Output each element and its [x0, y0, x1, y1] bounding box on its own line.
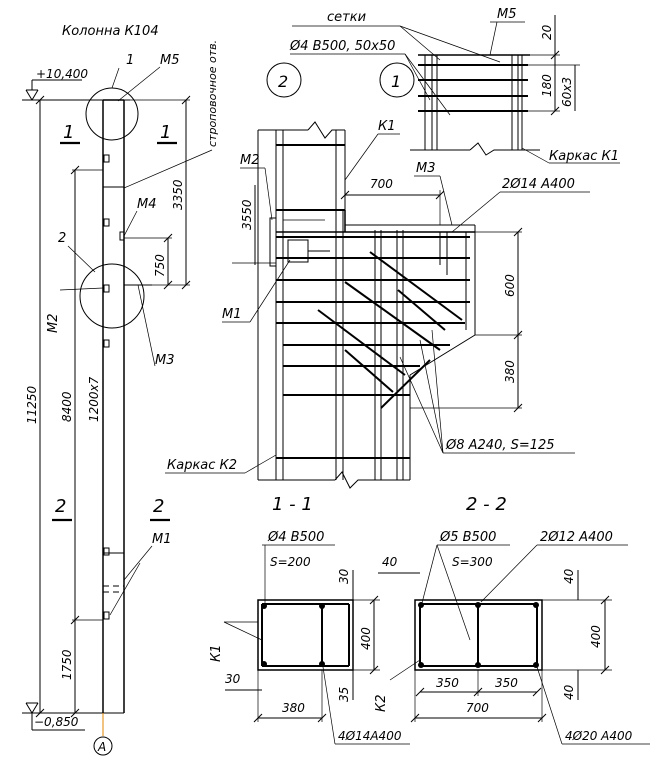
section1-dim-400: 400: [359, 627, 373, 650]
section2-bar: Ø5 В500: [439, 530, 496, 545]
section2-dim-400: 400: [589, 625, 603, 648]
rope-hole-label: строповочное отв.: [206, 40, 219, 147]
dim-380: 380: [503, 360, 517, 383]
section1-spacing: S=200: [270, 555, 311, 569]
column-title: Колонна К104: [62, 24, 159, 39]
m5-label: М5: [160, 53, 180, 68]
dim-180: 180: [540, 74, 554, 97]
dim-1200x7: 1200х7: [87, 376, 101, 422]
section2-dim-350b: 350: [495, 676, 518, 690]
dim-60x3: 60х3: [560, 77, 574, 107]
section2-dim-350a: 350: [436, 676, 459, 690]
dim-3350: 3350: [171, 179, 185, 210]
elev-top: +10,400: [36, 67, 88, 81]
dim-1750: 1750: [60, 649, 74, 680]
section1-outline: [257, 599, 354, 671]
section1-bar: Ø4 В500: [267, 530, 324, 545]
m2-label: М2: [46, 314, 61, 334]
section1-k1: К1: [209, 644, 224, 662]
node2-label: 2: [58, 231, 66, 246]
section2-dim-40-top: 40: [562, 568, 576, 584]
section1-dim-380: 380: [282, 701, 305, 715]
section1-long-bars: 4Ø14А400: [338, 729, 402, 743]
section2-spacing: S=300: [452, 555, 493, 569]
m3-node-label: М3: [416, 161, 436, 176]
karkas-k1-label: Каркас К1: [549, 149, 619, 164]
node1-label: 1: [126, 53, 134, 68]
bar-2d14: 2Ø14 А400: [502, 177, 575, 192]
cut1-left: 1: [63, 122, 74, 143]
axis-label: А: [97, 740, 106, 754]
node-circle-2: [79, 263, 145, 329]
dim-20: 20: [540, 24, 554, 40]
dim-700: 700: [370, 177, 393, 191]
section2-dim-40-left: 40: [382, 555, 398, 569]
section2-long-bars: 4Ø20 А400: [565, 729, 633, 743]
node-num-2: 2: [278, 72, 288, 91]
m3-label: М3: [155, 353, 175, 368]
section-1-1: 1 - 1 Ø4 В500 S=200 К1 30 400 35 30: [209, 494, 410, 745]
node-detail: 2 1 сетки Ø4 В500, 50х50 М5: [165, 7, 620, 489]
dim-600: 600: [503, 274, 517, 297]
section2-outline: [414, 599, 543, 671]
m5-node: М5: [497, 7, 517, 22]
dim-3550: 3550: [240, 199, 254, 230]
cut2-right: 2: [153, 496, 164, 517]
column-elevation: Колонна К104 +10,400 1 2 М5 строповочное…: [22, 24, 219, 756]
m2-node-label: М2: [240, 153, 260, 168]
cut2-left: 2: [55, 496, 66, 517]
m4-label: М4: [137, 197, 157, 212]
dim-8400: 8400: [60, 391, 74, 422]
section2-title: 2 - 2: [466, 494, 507, 515]
section2-bar-2d12: 2Ø12 А400: [540, 530, 613, 545]
stirrup-label: Ø8 А240, S=125: [445, 438, 555, 453]
section2-dim-700: 700: [466, 701, 489, 715]
karkas-k2-label: Каркас К2: [167, 458, 237, 473]
m1-node-label: М1: [222, 307, 242, 322]
node-circle-1: [85, 87, 139, 141]
section2-k2: К2: [374, 694, 389, 712]
elev-bottom: −0,850: [34, 715, 79, 729]
section1-dim-30-top: 30: [337, 568, 351, 584]
section1-title: 1 - 1: [272, 494, 313, 515]
section1-dim-35: 35: [337, 687, 351, 702]
dim-750: 750: [153, 254, 167, 277]
m1-label: М1: [152, 532, 172, 547]
mesh-label: Ø4 В500, 50х50: [289, 39, 395, 54]
dim-total: 11250: [25, 385, 39, 424]
setki-label: сетки: [327, 10, 366, 25]
node-num-1: 1: [391, 72, 401, 91]
cut1-right: 1: [160, 122, 171, 143]
section2-dim-40-bot: 40: [562, 684, 576, 700]
axis-circle: [93, 736, 113, 756]
k1-node-label: К1: [378, 119, 396, 134]
section-2-2: 2 - 2 Ø5 В500 S=300 2Ø12 А400 40 40 400: [374, 494, 650, 745]
section1-dim-30-left: 30: [225, 672, 241, 686]
